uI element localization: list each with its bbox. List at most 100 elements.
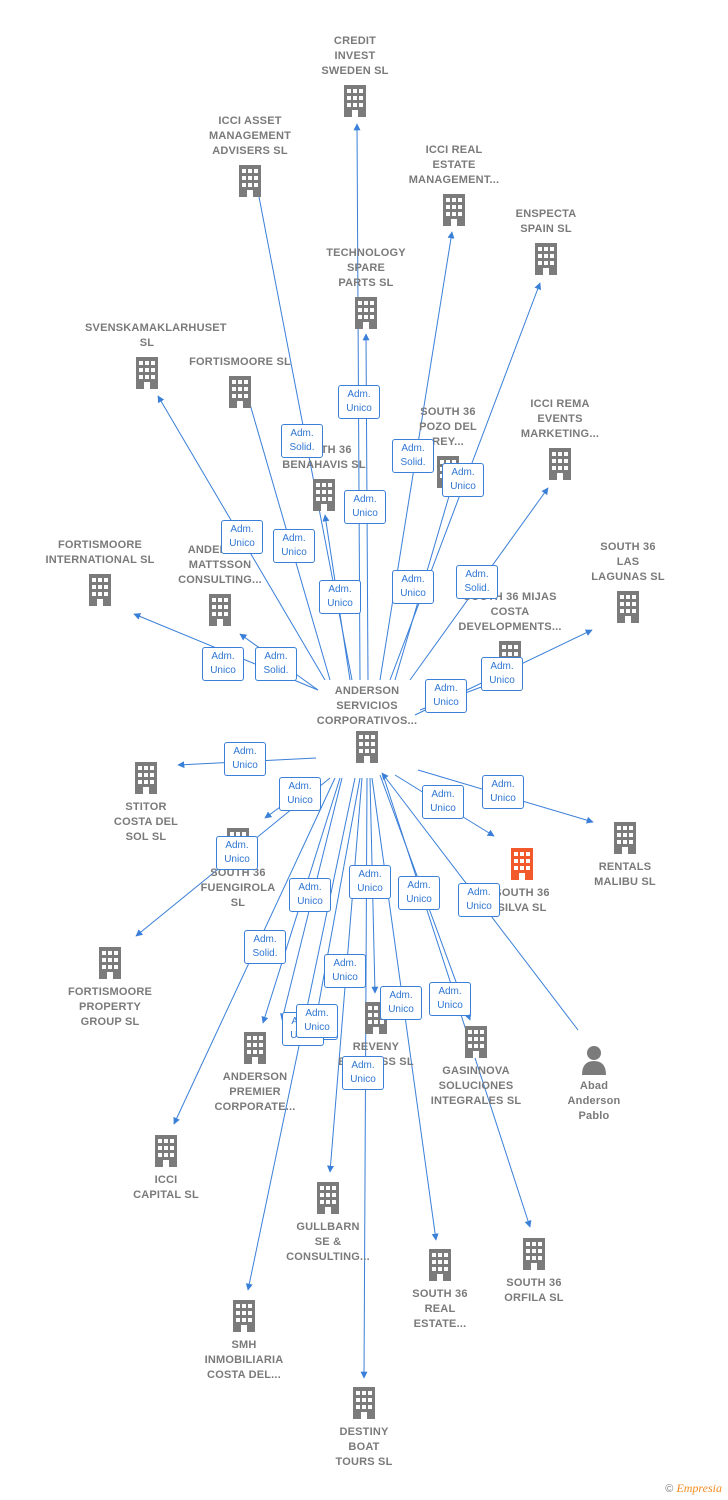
role-badge[interactable]: Adm. Unico [482,775,524,809]
node-label: RENTALS MALIBU SL [594,861,656,888]
building-icon [614,822,636,854]
role-badge[interactable]: Adm. Unico [273,529,315,563]
role-badge[interactable]: Adm. Unico [216,836,258,870]
building-icon [239,165,261,197]
node-label: SOUTH 36 LAS LAGUNAS SL [591,541,665,583]
building-icon [535,243,557,275]
company-node-gasinnova[interactable]: GASINNOVA SOLUCIONES INTEGRALES SL [414,1024,538,1109]
company-node-smh[interactable]: SMH INMOBILIARIA COSTA DEL... [182,1298,306,1383]
role-badge[interactable]: Adm. Unico [481,657,523,691]
role-badge[interactable]: Adm. Unico [202,647,244,681]
role-badge[interactable]: Adm. Unico [458,883,500,917]
role-badge[interactable]: Adm. Unico [289,878,331,912]
node-label: ICCI ASSET MANAGEMENT ADVISERS SL [208,115,292,157]
role-badge[interactable]: Adm. Unico [442,463,484,497]
node-label: SMH INMOBILIARIA COSTA DEL... [204,1339,284,1381]
building-icon [155,1135,177,1167]
role-badge[interactable]: Adm. Unico [342,1056,384,1090]
node-label: SOUTH 36 MIJAS COSTA DEVELOPMENTS... [458,591,562,633]
node-label: CREDIT INVEST SWEDEN SL [321,35,389,77]
building-icon [443,194,465,226]
role-badge[interactable]: Adm. Unico [392,570,434,604]
node-label: FORTISMOORE SL [189,356,291,368]
company-node-credit[interactable]: CREDIT INVEST SWEDEN SL [293,34,417,119]
role-badge[interactable]: Adm. Unico [279,777,321,811]
role-badge[interactable]: Adm. Unico [319,580,361,614]
role-badge[interactable]: Adm. Solid. [255,647,297,681]
role-badge[interactable]: Adm. Unico [296,1004,338,1038]
node-label: SOUTH 36 REAL ESTATE... [412,1288,468,1330]
node-label: SOUTH 36 SILVA SL [494,887,550,914]
building-icon [355,297,377,329]
relationship-edge [311,777,361,1031]
company-node-premier[interactable]: ANDERSON PREMIER CORPORATE... [193,1030,317,1115]
company-node-destiny[interactable]: DESTINY BOAT TOURS SL [302,1385,426,1470]
role-badge[interactable]: Adm. Unico [425,679,467,713]
company-node-fortisprop[interactable]: FORTISMOORE PROPERTY GROUP SL [48,945,172,1030]
copyright-symbol: © [665,1483,674,1495]
node-label: ENSPECTA SPAIN SL [515,208,577,235]
footer-brand: © Empresia [665,1481,722,1496]
node-label: SOUTH 36 ORFILA SL [504,1277,564,1304]
company-node-gullbarn[interactable]: GULLBARN SE & CONSULTING... [266,1180,390,1265]
node-label: FORTISMOORE PROPERTY GROUP SL [67,986,153,1028]
company-node-realestate[interactable]: SOUTH 36 REAL ESTATE... [378,1247,502,1332]
role-badge[interactable]: Adm. Unico [429,982,471,1016]
node-label: ICCI CAPITAL SL [133,1174,199,1201]
company-node-iccirema[interactable]: ICCI REMA EVENTS MARKETING... [498,397,622,482]
role-badge[interactable]: Adm. Solid. [281,424,323,458]
company-node-mattsson[interactable]: ANDERSON MATTSSON CONSULTING... [158,543,282,628]
building-icon [549,448,571,480]
company-node-enspecta[interactable]: ENSPECTA SPAIN SL [484,207,608,277]
role-badge[interactable]: Adm. Unico [398,876,440,910]
node-label: ICCI REAL ESTATE MANAGEMENT... [408,144,500,186]
brand-name[interactable]: Empresia [676,1481,722,1495]
building-icon [523,1238,545,1270]
role-badge[interactable]: Adm. Unico [422,785,464,819]
company-node-fortis[interactable]: FORTISMOORE SL [178,355,302,410]
company-node-iccire[interactable]: ICCI REAL ESTATE MANAGEMENT... [392,143,516,228]
role-badge[interactable]: Adm. Unico [324,954,366,988]
role-badge[interactable]: Adm. Unico [338,385,380,419]
role-badge[interactable]: Adm. Unico [344,490,386,524]
company-node-fortisint[interactable]: FORTISMOORE INTERNATIONAL SL [38,538,162,608]
role-badge[interactable]: Adm. Solid. [244,930,286,964]
building-icon [209,594,231,626]
company-node-icci[interactable]: ICCI CAPITAL SL [104,1133,228,1203]
building-icon [244,1032,266,1064]
node-label: SOUTH 36 POZO DEL REY... [419,406,477,448]
company-node-orfila[interactable]: SOUTH 36 ORFILA SL [472,1236,596,1306]
company-node-tech[interactable]: TECHNOLOGY SPARE PARTS SL [304,246,428,331]
building-icon [356,731,378,763]
building-icon [313,479,335,511]
center-company-node[interactable]: ANDERSON SERVICIOS CORPORATIVOS... [305,684,429,765]
node-label: FORTISMOORE INTERNATIONAL SL [45,539,155,566]
role-badge[interactable]: Adm. Unico [380,986,422,1020]
company-node-rentals[interactable]: RENTALS MALIBU SL [563,820,687,890]
role-badge[interactable]: Adm. Unico [224,742,266,776]
company-node-svensk[interactable]: SVENSKAMAKLARHUSET SL [85,321,227,391]
building-icon [511,848,533,880]
building-icon [353,1387,375,1419]
person-node-abad[interactable]: Abad Anderson Pablo [532,1045,656,1124]
building-icon [229,376,251,408]
company-node-stitor[interactable]: STITOR COSTA DEL SOL SL [84,760,208,845]
role-badge[interactable]: Adm. Unico [349,865,391,899]
company-node-iccia[interactable]: ICCI ASSET MANAGEMENT ADVISERS SL [188,114,312,199]
node-label: ICCI REMA EVENTS MARKETING... [520,398,600,440]
role-badge[interactable]: Adm. Unico [221,520,263,554]
building-icon [99,947,121,979]
building-icon [136,357,158,389]
node-label: SVENSKAMAKLARHUSET SL [85,322,227,349]
role-badge[interactable]: Adm. Solid. [392,439,434,473]
role-badge[interactable]: Adm. Solid. [456,565,498,599]
node-label: ANDERSON PREMIER CORPORATE... [214,1071,296,1113]
node-label: Abad Anderson Pablo [567,1080,621,1122]
node-label: GASINNOVA SOLUCIONES INTEGRALES SL [430,1065,522,1107]
company-node-lagunas[interactable]: SOUTH 36 LAS LAGUNAS SL [566,540,690,625]
node-label: TECHNOLOGY SPARE PARTS SL [326,247,406,289]
building-icon [89,574,111,606]
company-node-silva[interactable]: SOUTH 36 SILVA SL [460,846,584,916]
building-icon [617,591,639,623]
building-icon [233,1300,255,1332]
